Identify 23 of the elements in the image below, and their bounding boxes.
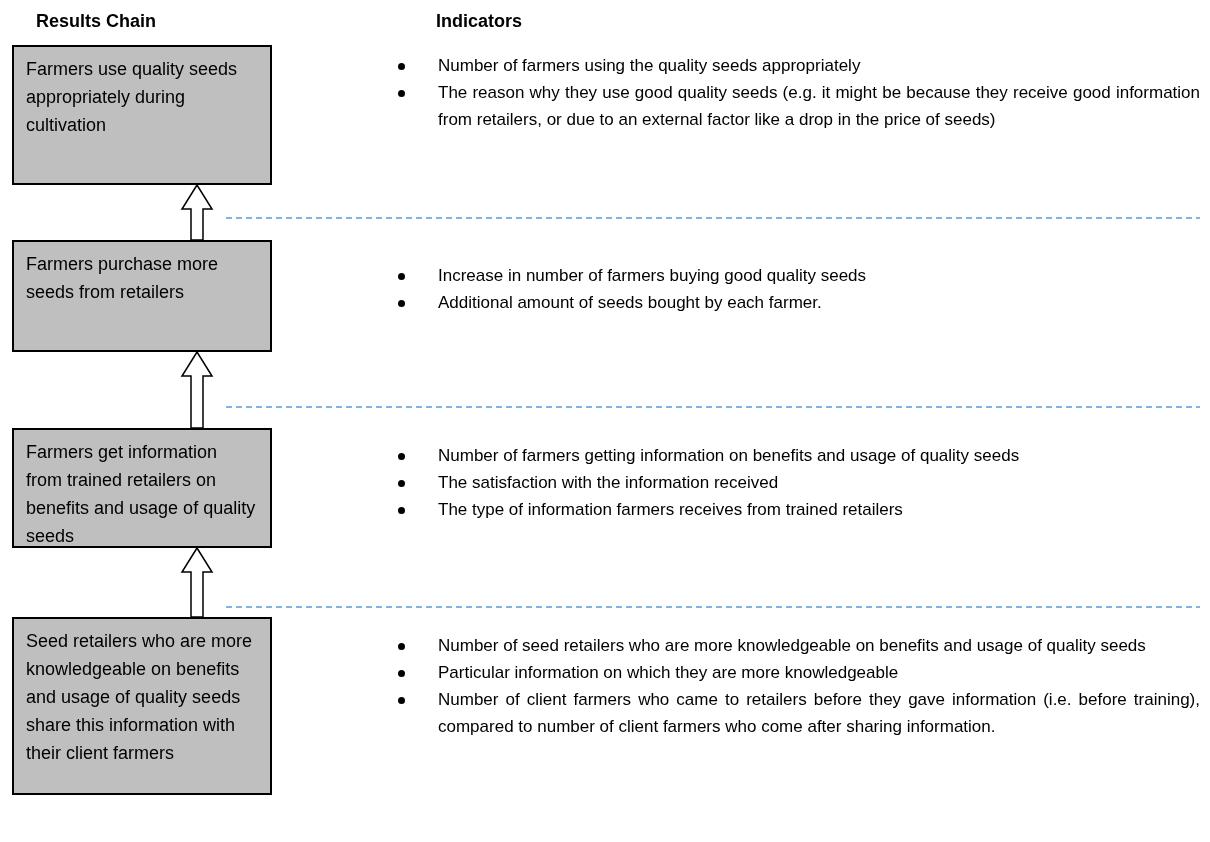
indicator-text: Additional amount of seeds bought by each farmer. [438, 292, 822, 314]
result-box [12, 617, 272, 795]
result-text: Farmers use quality seeds appropriately during cultivation [26, 58, 239, 137]
result-box [12, 428, 272, 548]
indicator-text: Number of client farmers who came to retailers before they gave information (i.e. before training), compared to number of client farmers who come after sharing information. [438, 689, 1200, 738]
indicator-text: Number of seed retailers who are more knowledgeable on benefits and usage of quality seeds [438, 635, 1146, 657]
indicator-text: The reason why they use good quality seeds (e.g. it might be because they receive good information from retailers, or due to an external factor like a drop in the price of seeds) [438, 82, 1200, 131]
column-heading: Indicators [436, 10, 523, 33]
indicator-text: Number of farmers getting information on benefits and usage of quality seeds [438, 445, 1020, 467]
indicator-text: Increase in number of farmers buying good quality seeds [438, 265, 867, 287]
indicator-text: Particular information on which they are more knowledgeable [438, 662, 899, 684]
column-heading: Results Chain [36, 10, 157, 33]
result-text: Farmers get information from trained retailers on benefits and usage of quality seeds [26, 441, 257, 548]
indicator-text: Number of farmers using the quality seeds appropriately [438, 55, 861, 77]
indicator-text: The satisfaction with the information received [438, 472, 779, 494]
block-arrow [180, 183, 214, 241]
result-box [12, 240, 272, 352]
result-text: Seed retailers who are more knowledgeable on benefits and usage of quality seeds share this information with their client farmers [26, 630, 254, 765]
block-arrow [180, 546, 214, 618]
result-text: Farmers purchase more seeds from retailers [26, 253, 220, 304]
block-arrow [180, 350, 214, 429]
indicator-text: The type of information farmers receives from trained retailers [438, 499, 903, 521]
result-box [12, 45, 272, 185]
